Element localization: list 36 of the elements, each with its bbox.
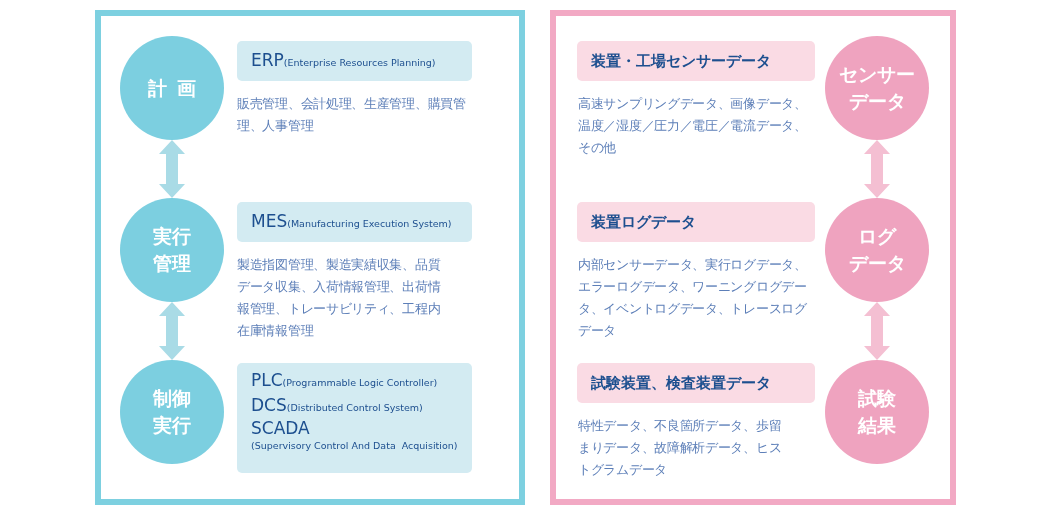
description-text: 特性データ、不良箇所データ、歩留まりデータ、故障解析データ、ヒストグラムデータ [578, 417, 783, 479]
acronym-text: PLC [251, 370, 283, 390]
header-box [577, 363, 815, 403]
heading-text: 装置ログデータ [591, 212, 696, 232]
double-arrow [864, 302, 890, 360]
header-box [577, 41, 815, 81]
header-box [577, 202, 815, 242]
heading-text: 試験装置、検査装置データ [591, 373, 771, 393]
circle-node: ログデータ [825, 198, 929, 302]
acronym-text: ERP [251, 49, 284, 70]
acronym-text: DCS [251, 395, 287, 415]
circle-node: 試験結果 [825, 360, 929, 464]
circle-node: 実行管理 [120, 198, 224, 302]
circle-node: 制御実行 [120, 360, 224, 464]
header-box [237, 202, 472, 242]
double-arrow [159, 140, 185, 198]
heading-text: 装置・工場センサーデータ [591, 51, 771, 71]
header-box [237, 363, 472, 473]
circle-node: 計画 [120, 36, 224, 140]
double-arrow [159, 302, 185, 360]
header-box [237, 41, 472, 81]
description-text: 販売管理、会計処理、生産管理、購買管理、人事管理 [237, 95, 467, 135]
full-name-text: (Manufacturing Execution System) [287, 217, 452, 229]
double-arrow [864, 140, 890, 198]
circle-node: センサーデータ [825, 36, 929, 140]
panel-frame [550, 10, 956, 505]
description-text: 高速サンプリングデータ、画像データ、温度／湿度／圧力／電圧／電流データ、その他 [578, 95, 808, 157]
full-name-text: (Programmable Logic Controller) [282, 377, 438, 388]
acronym-text: MES [251, 210, 288, 231]
full-name-text: (Distributed Control System) [286, 402, 423, 413]
panel-frame [95, 10, 525, 505]
description-text: 製造指図管理、製造実績収集、品質データ収集、入荷情報管理、出荷情報管理、トレーサビリティ、工程内在庫情報管理 [237, 256, 442, 340]
full-name-text: (Supervisory Control And Data Acquisition) [251, 439, 458, 453]
full-name-text: (Enterprise Resources Planning) [283, 56, 436, 68]
acronym-text: SCADA [251, 418, 310, 438]
description-text: 内部センサーデータ、実行ログデータ、エラーログデータ、ワーニングログデータ、イベントログデータ、トレースログデータ [578, 256, 808, 340]
